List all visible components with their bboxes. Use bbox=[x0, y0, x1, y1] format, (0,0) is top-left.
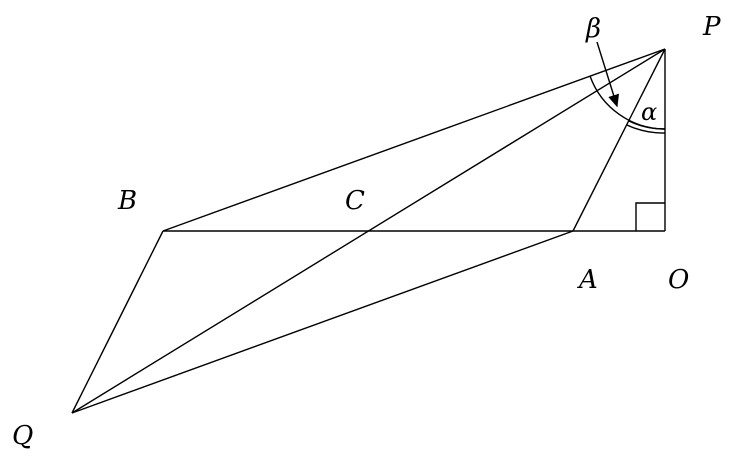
beta-arrow bbox=[596, 41, 620, 108]
label-O: O bbox=[668, 265, 690, 295]
alpha-arc-outer bbox=[626, 124, 666, 134]
label-Q: Q bbox=[12, 421, 34, 451]
segment-BQ bbox=[71, 230, 164, 414]
segment-QA bbox=[71, 230, 574, 414]
label-A: A bbox=[579, 265, 598, 295]
right-angle-mark bbox=[635, 202, 665, 231]
alpha-arc-inner bbox=[628, 120, 666, 130]
label-beta: β bbox=[586, 14, 602, 44]
label-C: C bbox=[345, 186, 365, 216]
label-B: B bbox=[118, 186, 138, 216]
label-alpha: α bbox=[641, 98, 658, 126]
segment-PB bbox=[162, 48, 666, 232]
label-P: P bbox=[703, 12, 721, 42]
segment-PA bbox=[572, 48, 666, 232]
